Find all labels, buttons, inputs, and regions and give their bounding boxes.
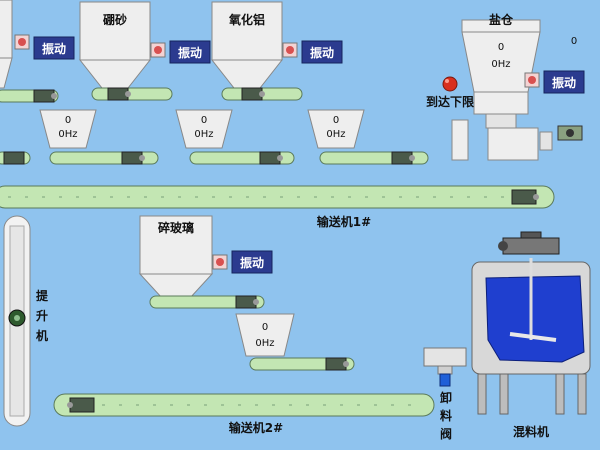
- feeder-freq: 0Hz: [58, 129, 77, 140]
- vibrate-button-cullet[interactable]: 振动: [231, 250, 273, 274]
- valve-label-3: 阀: [440, 427, 452, 441]
- vibrator-icon[interactable]: [524, 72, 540, 88]
- vibrate-button-top-left[interactable]: 振动: [33, 36, 75, 60]
- vibrator-icon[interactable]: [150, 42, 166, 58]
- vibrator-icon[interactable]: [14, 34, 30, 50]
- elevator-label-2: 升: [36, 308, 48, 323]
- motor-icon: [107, 87, 131, 101]
- belt-feeder-f1[interactable]: [49, 151, 159, 165]
- motor-icon: [557, 125, 583, 141]
- feeder-f3[interactable]: 0 0Hz: [307, 109, 365, 149]
- belt-top-left[interactable]: [0, 89, 59, 103]
- belt-left-stub[interactable]: [0, 151, 31, 165]
- belt-cullet[interactable]: [149, 295, 265, 309]
- mixer[interactable]: [471, 258, 591, 415]
- motor-icon: [325, 357, 349, 371]
- motor-icon: [121, 151, 145, 165]
- belt-borax[interactable]: [91, 87, 173, 101]
- motor-icon: [67, 397, 95, 413]
- motor-icon: [511, 189, 539, 205]
- hopper-top-left[interactable]: [0, 0, 13, 89]
- vibrator-icon[interactable]: [282, 42, 298, 58]
- elevator-label-1: 提: [36, 288, 49, 303]
- conveyor-2-label: 输送机2#: [229, 420, 283, 435]
- feeder-freq: 0Hz: [326, 129, 345, 140]
- feeder-value: 0: [65, 115, 71, 126]
- belt-feeder-f3[interactable]: [319, 151, 429, 165]
- conveyor-1[interactable]: [0, 185, 555, 209]
- silo-value: 0: [498, 42, 504, 53]
- feeder-f2[interactable]: 0 0Hz: [175, 109, 233, 149]
- feeder-f4[interactable]: 0 0Hz: [235, 313, 295, 357]
- conveyor-1-label: 输送机1#: [317, 214, 371, 229]
- hopper-cullet[interactable]: 碎玻璃: [138, 215, 214, 299]
- feeder-freq: 0Hz: [194, 129, 213, 140]
- hopper-name: 碎玻璃: [158, 220, 194, 235]
- salt-discharge-pipe: [451, 119, 553, 161]
- low-limit-label: 到达下限: [426, 94, 474, 109]
- vibrate-label: 振动: [42, 41, 66, 56]
- alarm-light-icon: [442, 76, 458, 92]
- feeder-value: 0: [201, 115, 207, 126]
- motor-icon: [241, 87, 265, 101]
- motor-icon: [259, 151, 283, 165]
- valve-label-2: 料: [440, 408, 452, 423]
- feeder-freq: 0Hz: [255, 338, 274, 349]
- elevator-label-3: 机: [36, 328, 48, 343]
- silo-side-value: 0: [571, 36, 577, 47]
- motor-icon: [33, 89, 57, 103]
- mixer-label: 混料机: [513, 424, 549, 439]
- vibrate-label: 振动: [552, 75, 576, 90]
- salt-silo[interactable]: 盐仓 0 0Hz: [461, 12, 541, 129]
- agitator-motor-icon: [498, 231, 560, 255]
- motor-icon: [3, 151, 25, 165]
- vibrate-button-borax[interactable]: 振动: [169, 40, 211, 64]
- feeder-value: 0: [333, 115, 339, 126]
- discharge-valve[interactable]: [423, 347, 467, 387]
- belt-alumina[interactable]: [221, 87, 303, 101]
- hopper-borax[interactable]: 硼砂: [78, 1, 152, 89]
- belt-feeder-f2[interactable]: [189, 151, 295, 165]
- motor-icon: [235, 295, 259, 309]
- hopper-name: 硼砂: [103, 12, 127, 27]
- silo-freq: 0Hz: [491, 59, 510, 70]
- conveyor-2[interactable]: [53, 393, 435, 417]
- vibrate-label: 振动: [240, 255, 264, 270]
- hopper-alumina[interactable]: 氧化铝: [210, 1, 284, 89]
- silo-name: 盐仓: [489, 12, 514, 27]
- vibrate-label: 振动: [178, 45, 202, 60]
- hopper-name: 氧化铝: [228, 12, 265, 27]
- motor-icon: [8, 309, 26, 327]
- motor-icon: [391, 151, 415, 165]
- valve-label-1: 卸: [440, 390, 452, 405]
- feeder-value: 0: [262, 322, 268, 333]
- vibrate-button-salt[interactable]: 振动: [543, 70, 585, 94]
- feeder-f1[interactable]: 0 0Hz: [39, 109, 97, 149]
- vibrate-label: 振动: [310, 45, 334, 60]
- belt-feeder-f4[interactable]: [249, 357, 355, 371]
- vibrate-button-alumina[interactable]: 振动: [301, 40, 343, 64]
- vibrator-icon[interactable]: [212, 254, 228, 270]
